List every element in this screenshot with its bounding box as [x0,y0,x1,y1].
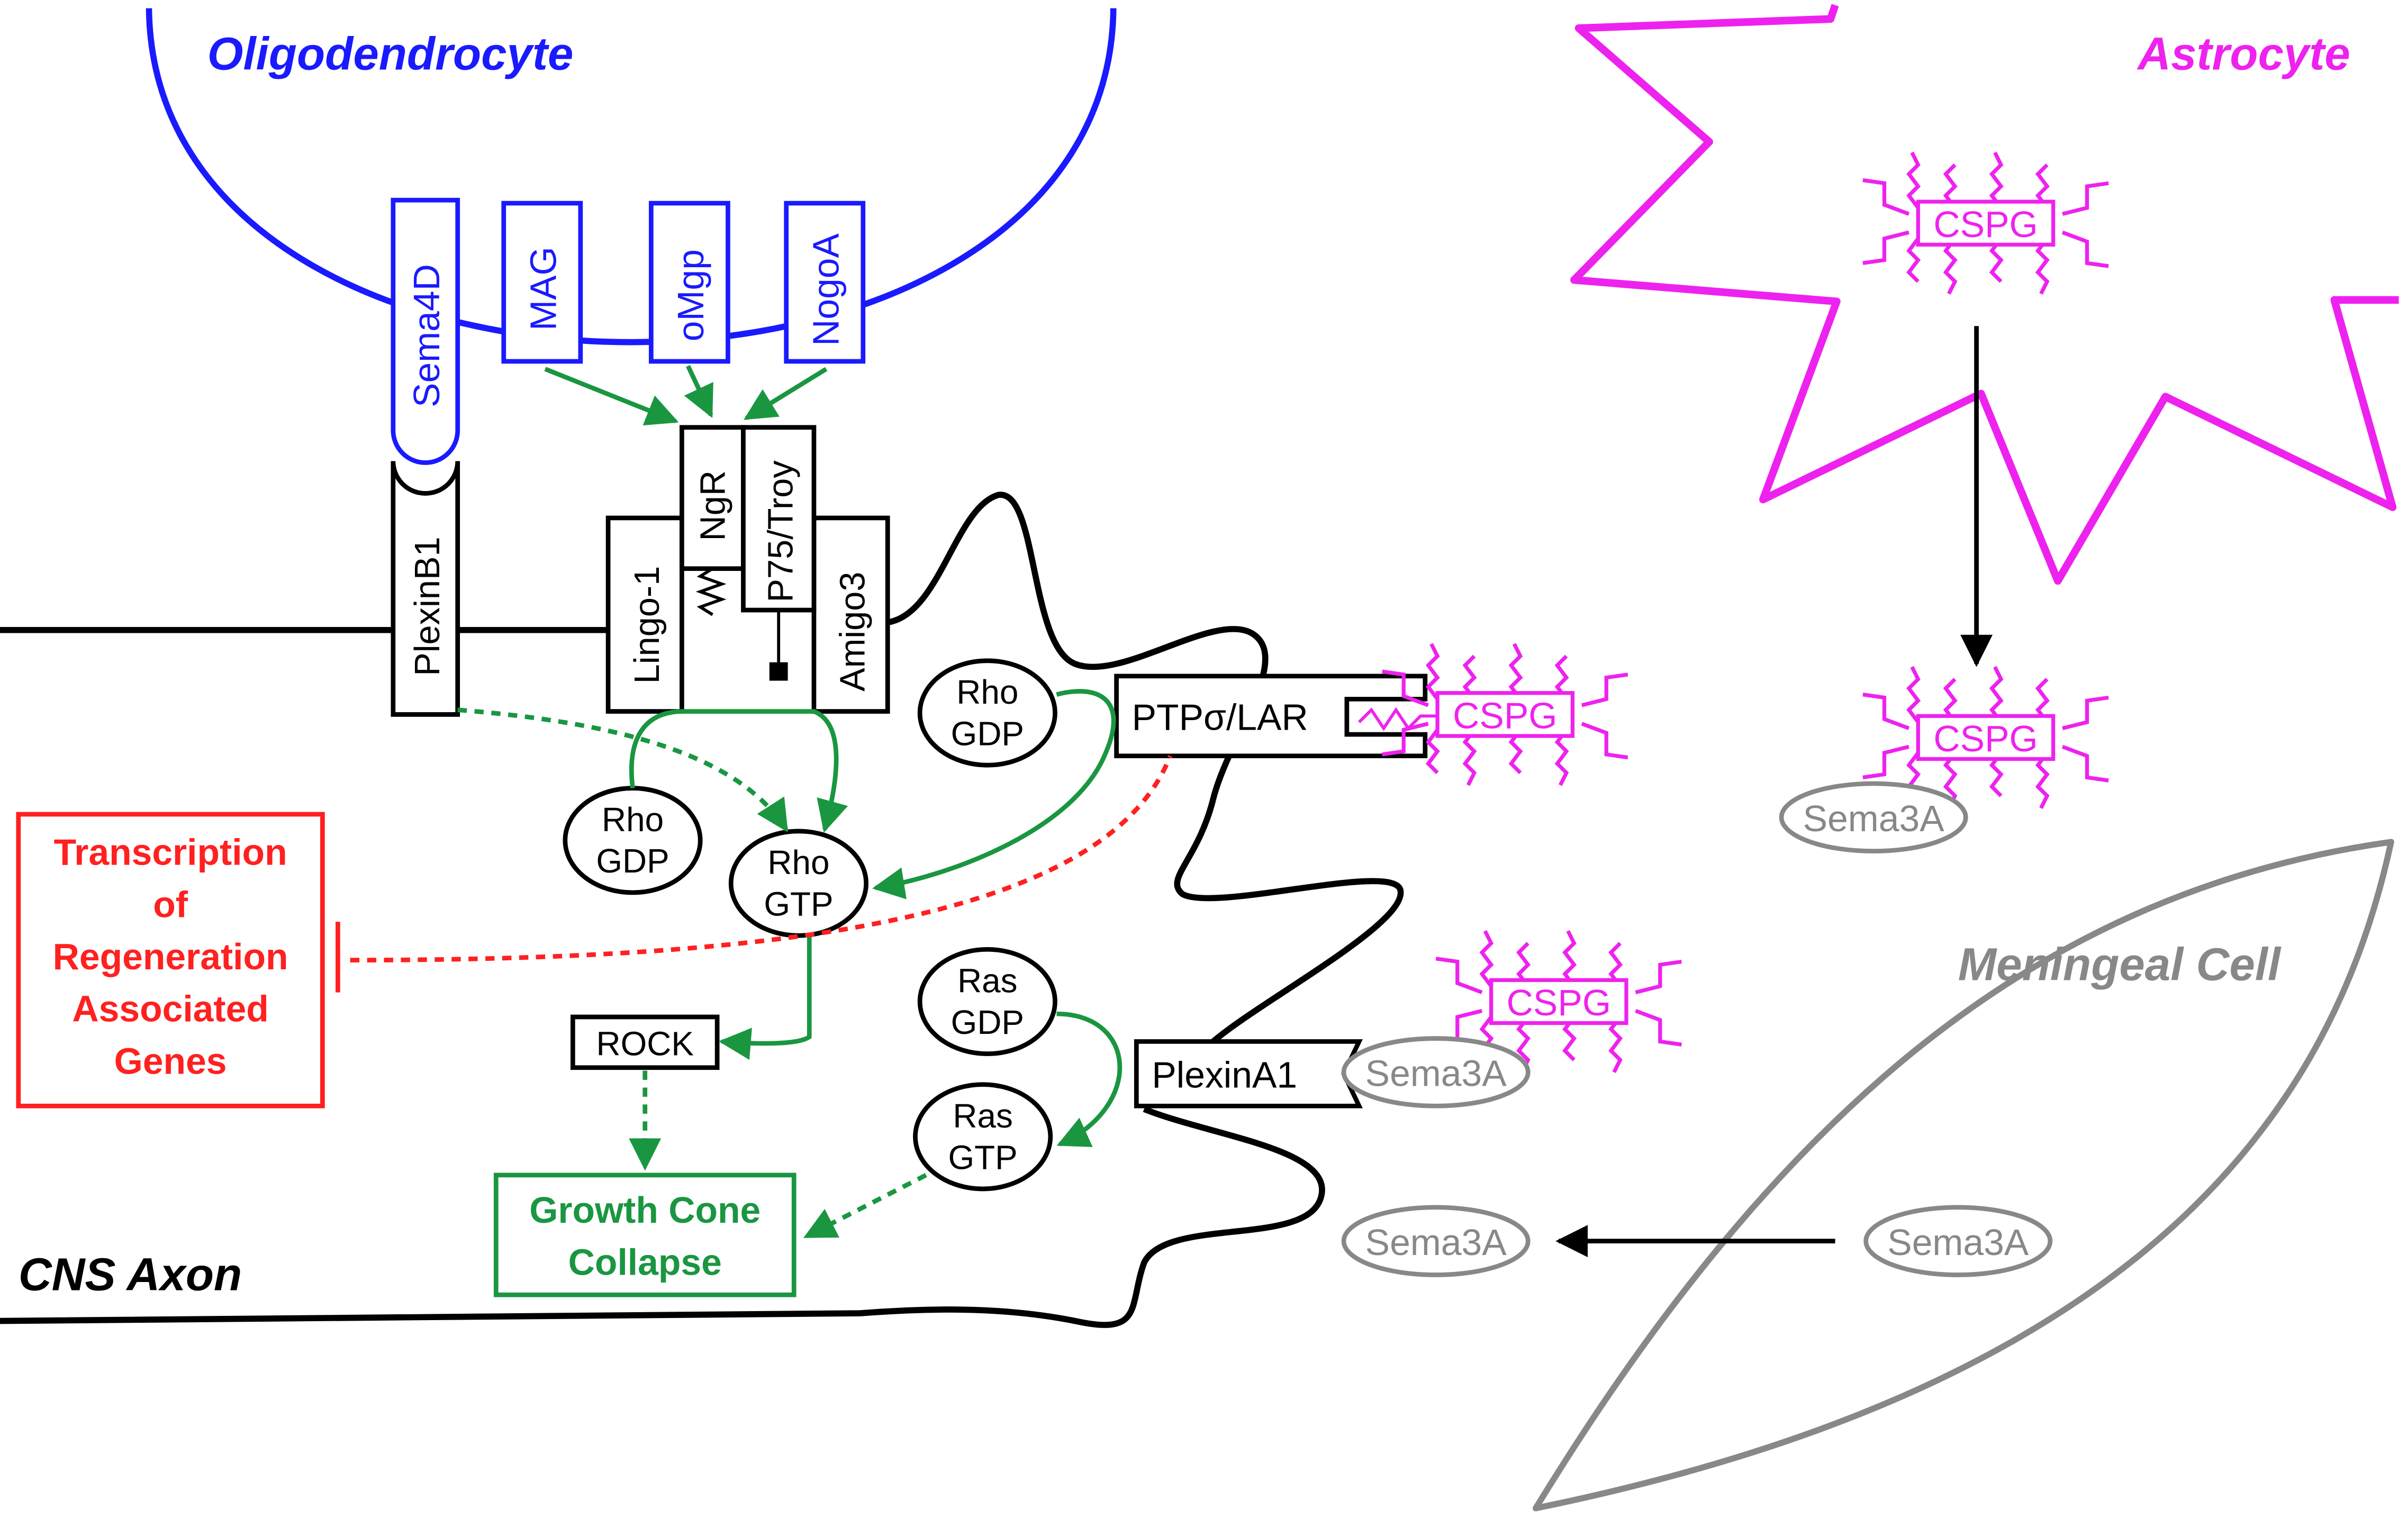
gpi-anchor-zigzag [695,567,727,616]
cspg-astrocyte: CSPG [1863,152,2108,294]
plexinb1-receptor [391,461,460,717]
p75-death-domain [769,662,788,681]
lingo1-label: Lingo-1 [628,566,667,684]
svg-text:GDP: GDP [951,714,1024,752]
transcription-box: Transcription of Regeneration Associated… [16,812,325,1108]
svg-text:GDP: GDP [596,842,669,880]
axon-membrane-bottom [0,1106,1325,1328]
mag-ligand [501,201,583,364]
svg-text:Growth Cone: Growth Cone [529,1189,761,1231]
svg-text:Associated: Associated [72,988,268,1030]
omgp-label: oMgp [670,249,711,341]
plexina1-label: PlexinA1 [1152,1054,1297,1095]
ptp-lar-receptor [1114,674,1428,759]
svg-text:CSPG: CSPG [1933,204,2038,245]
svg-text:GTP: GTP [764,885,833,923]
sema3a-cspg-bound: Sema3A [1779,781,1968,853]
meningeal-cell-label: Meningeal Cell [1958,939,2282,990]
cspg-plexin-bound: CSPG [1436,931,1681,1072]
mag-label: MAG [522,247,564,331]
sema4d-label: Sema4D [406,264,447,407]
omgp-ligand [649,201,730,364]
svg-text:CSPG: CSPG [1507,982,1611,1023]
svg-text:Sema3A: Sema3A [1887,1222,2029,1263]
svg-text:Regeneration: Regeneration [53,936,288,977]
astrocyte-membrane [1570,4,2399,585]
svg-text:GTP: GTP [948,1138,1018,1176]
svg-text:Collapse: Collapse [568,1242,722,1283]
amigo3-label: Amigo3 [834,572,873,692]
oligodendrocyte-label: Oligodendrocyte [207,29,574,80]
inhibition-line [350,755,1173,962]
ptp-lar-label: PTPσ/LAR [1132,696,1308,738]
astrocyte-label: Astrocyte [2137,29,2350,80]
p75-troy-label: P75/Troy [761,460,800,603]
cspg-secreted: CSPG [1863,667,2108,808]
oligodendrocyte-membrane [146,8,1117,346]
plexinb1-label: PlexinB1 [408,537,447,676]
svg-text:Rho: Rho [767,843,829,881]
svg-text:GDP: GDP [951,1003,1024,1041]
svg-text:of: of [153,884,188,925]
svg-text:Rho: Rho [602,801,664,839]
svg-text:Sema3A: Sema3A [1803,798,1945,839]
lingo1-receptor [605,515,684,714]
svg-text:Rho: Rho [956,673,1018,711]
nogoa-label: NogoA [805,233,846,346]
svg-text:Ras: Ras [953,1097,1013,1135]
svg-text:Sema3A: Sema3A [1365,1053,1507,1094]
sema3a-plexin-bound: Sema3A [1341,1036,1531,1108]
svg-text:Ras: Ras [957,962,1018,1000]
ngr-label: NgR [694,470,733,541]
sema4d-ligand [391,197,460,465]
svg-text:CSPG: CSPG [1453,695,1557,736]
rock-box: ROCK [571,1014,720,1070]
cspg-ptp-bound: CSPG [1382,644,1628,785]
sema3a-secreted: Sema3A [1341,1205,1531,1277]
svg-text:Sema3A: Sema3A [1365,1222,1507,1263]
svg-text:CSPG: CSPG [1933,718,2038,759]
sema3a-meningeal: Sema3A [1863,1205,2053,1277]
nogoa-ligand [784,201,866,364]
p75-troy-receptor [741,425,817,613]
svg-text:Genes: Genes [114,1040,227,1081]
cns-axon-label: CNS Axon [19,1249,242,1301]
signaling-arrows [457,365,1122,1239]
amigo3-receptor [811,515,890,714]
plexina1-receptor [1134,1039,1363,1108]
svg-text:Transcription: Transcription [54,832,287,873]
svg-text:ROCK: ROCK [596,1025,694,1063]
meningeal-cell-membrane [1532,839,2394,1512]
